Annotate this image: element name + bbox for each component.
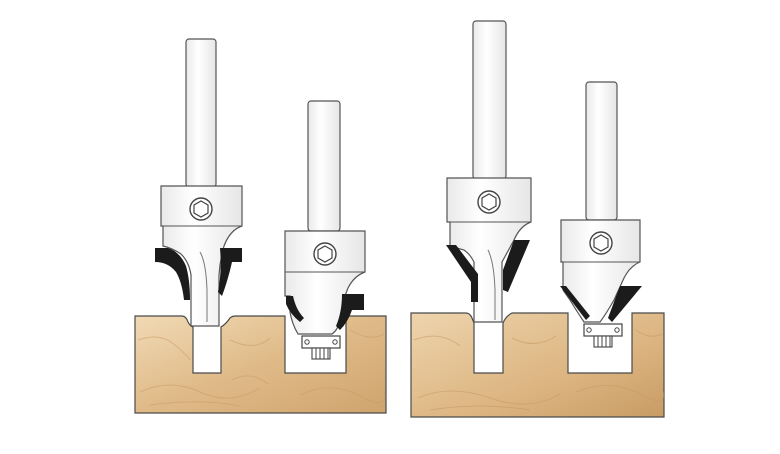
left-wood-block [134,315,387,414]
left-short-shank [307,100,341,232]
left-short-router-bit-with-bearing [284,100,366,360]
allen-screw-icon [477,190,501,214]
left-wood-grain [137,329,386,407]
left-panel [134,38,387,414]
left-tall-cutter-left [155,248,190,300]
bearing-icon [583,323,623,348]
left-tall-router-bit [155,38,243,327]
allen-screw-icon [313,242,337,266]
allen-screw-icon [589,231,613,255]
left-tall-cutter-right [218,248,242,296]
right-short-shank [585,81,618,221]
right-tall-cutter-right [503,240,530,292]
right-wood-block [410,312,665,418]
right-short-router-bit-with-bearing [560,81,642,348]
right-tall-cutter-left [446,245,478,302]
right-tall-shank [472,20,507,180]
left-short-cutter-left [286,296,304,322]
right-short-cutter-left [560,286,590,320]
right-wood-grain [413,329,665,411]
right-tall-router-bit [446,20,532,323]
allen-screw-icon [189,197,213,221]
right-panel [410,20,665,418]
bearing-icon [301,335,341,360]
left-tall-shank [185,38,217,188]
right-short-body [560,219,641,323]
right-short-cutter-right [608,286,642,322]
right-tall-body [446,177,532,323]
left-short-cutter-right [336,294,364,330]
